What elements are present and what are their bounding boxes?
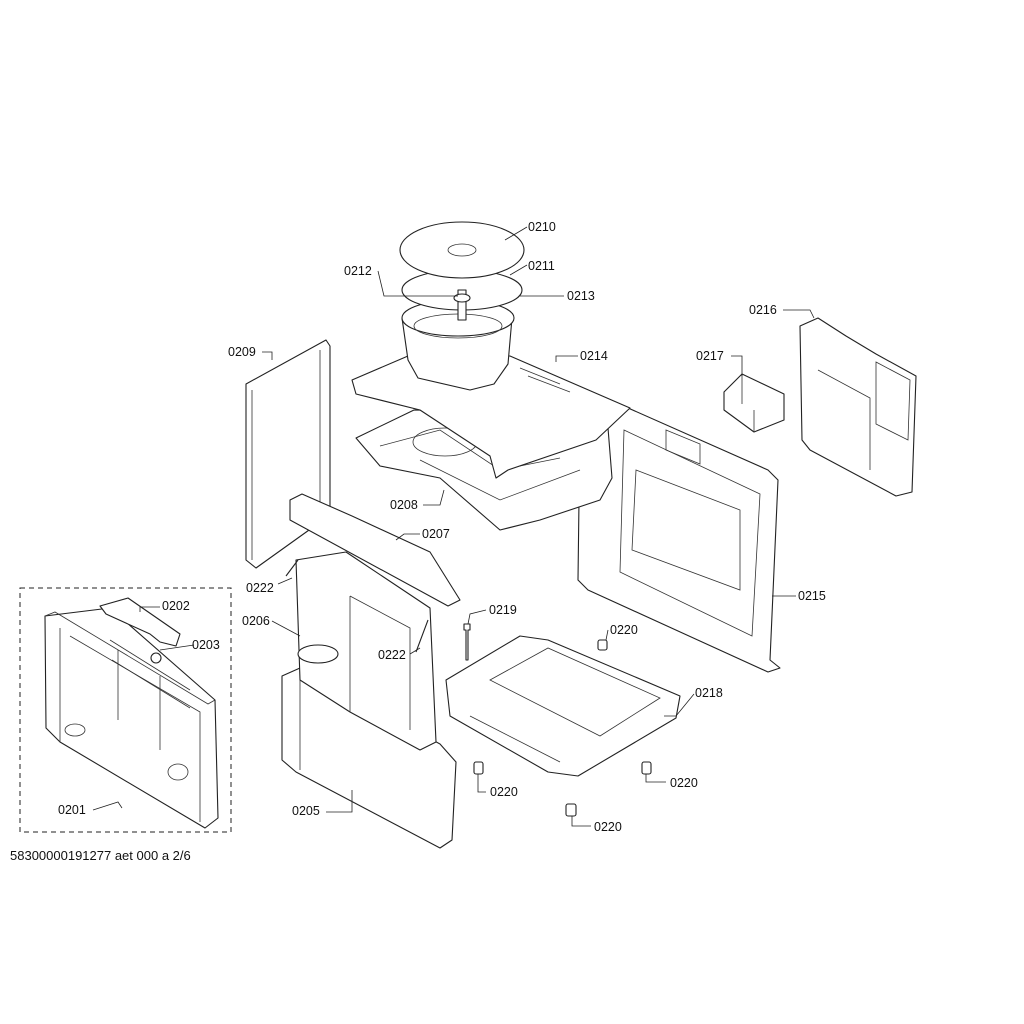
label-0220-c: 0220 bbox=[670, 776, 698, 790]
label-0207: 0207 bbox=[422, 527, 450, 541]
label-0206: 0206 bbox=[242, 614, 270, 628]
label-0211: 0211 bbox=[528, 259, 555, 273]
water-tank-subassembly-frame bbox=[19, 587, 232, 833]
part-0206-front-plate bbox=[295, 551, 437, 751]
label-0215: 0215 bbox=[798, 589, 826, 603]
label-0202: 0202 bbox=[162, 599, 190, 613]
label-0218: 0218 bbox=[695, 686, 723, 700]
part-0218-drip-tray bbox=[445, 635, 681, 777]
part-0220-foot-d bbox=[565, 803, 577, 817]
part-0203-valve bbox=[150, 652, 162, 664]
part-0222-screw-b bbox=[415, 619, 429, 653]
part-0215-rear-frame bbox=[577, 399, 781, 673]
label-0217: 0217 bbox=[696, 349, 724, 363]
label-0222-a: 0222 bbox=[246, 581, 274, 595]
label-0222-b: 0222 bbox=[378, 648, 406, 662]
label-0203: 0203 bbox=[192, 638, 220, 652]
label-0201: 0201 bbox=[58, 803, 86, 817]
part-0207-top-bar bbox=[289, 493, 461, 607]
part-0220-foot-b bbox=[473, 761, 484, 775]
label-0210: 0210 bbox=[528, 220, 556, 234]
part-0222-screw-a bbox=[285, 559, 299, 577]
part-0220-foot-a bbox=[597, 639, 608, 651]
label-0220-a: 0220 bbox=[610, 623, 638, 637]
leader-lines bbox=[92, 226, 815, 827]
label-0208: 0208 bbox=[390, 498, 418, 512]
label-0209: 0209 bbox=[228, 345, 256, 359]
label-0220-d: 0220 bbox=[594, 820, 622, 834]
label-0216: 0216 bbox=[749, 303, 777, 317]
drawing-code: 58300000191277 aet 000 a 2/6 bbox=[10, 848, 191, 863]
part-0210-bean-lid bbox=[399, 221, 525, 279]
label-0220-b: 0220 bbox=[490, 785, 518, 799]
label-0205: 0205 bbox=[292, 804, 320, 818]
label-0219: 0219 bbox=[489, 603, 517, 617]
part-0217-bracket bbox=[723, 373, 785, 433]
label-0212: 0212 bbox=[344, 264, 372, 278]
part-0216-side-cover bbox=[799, 317, 917, 497]
part-0219-screw bbox=[463, 623, 471, 661]
part-0220-foot-c bbox=[641, 761, 652, 775]
label-0214: 0214 bbox=[580, 349, 608, 363]
part-0202-lid-handle bbox=[99, 597, 181, 647]
label-0213: 0213 bbox=[567, 289, 595, 303]
